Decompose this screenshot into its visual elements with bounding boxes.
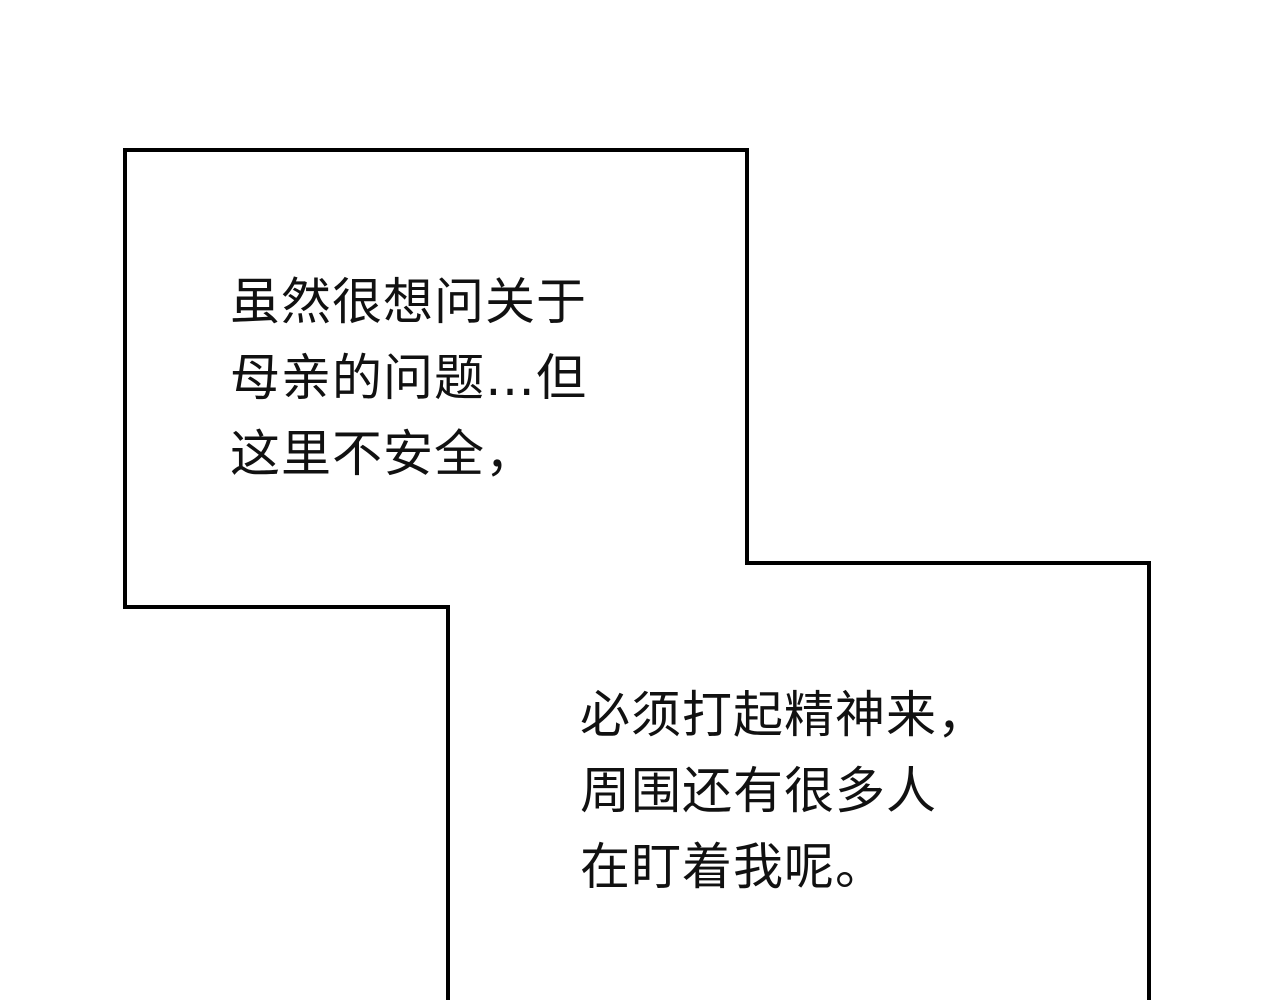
top-panel-border [123,148,1151,1000]
caption-top-line-2: 母亲的问题…但 [230,349,587,407]
caption-bottom: 必须打起精神来， 周围还有很多人 在盯着我呢。 [580,677,988,905]
caption-bottom-line-2: 周围还有很多人 [580,762,937,820]
caption-top: 虽然很想问关于 母亲的问题…但 这里不安全， [230,264,587,492]
caption-top-line-1: 虽然很想问关于 [230,273,587,331]
caption-bottom-line-1: 必须打起精神来， [580,686,988,744]
caption-bottom-line-3: 在盯着我呢。 [580,838,886,896]
caption-top-line-3: 这里不安全， [230,425,536,483]
